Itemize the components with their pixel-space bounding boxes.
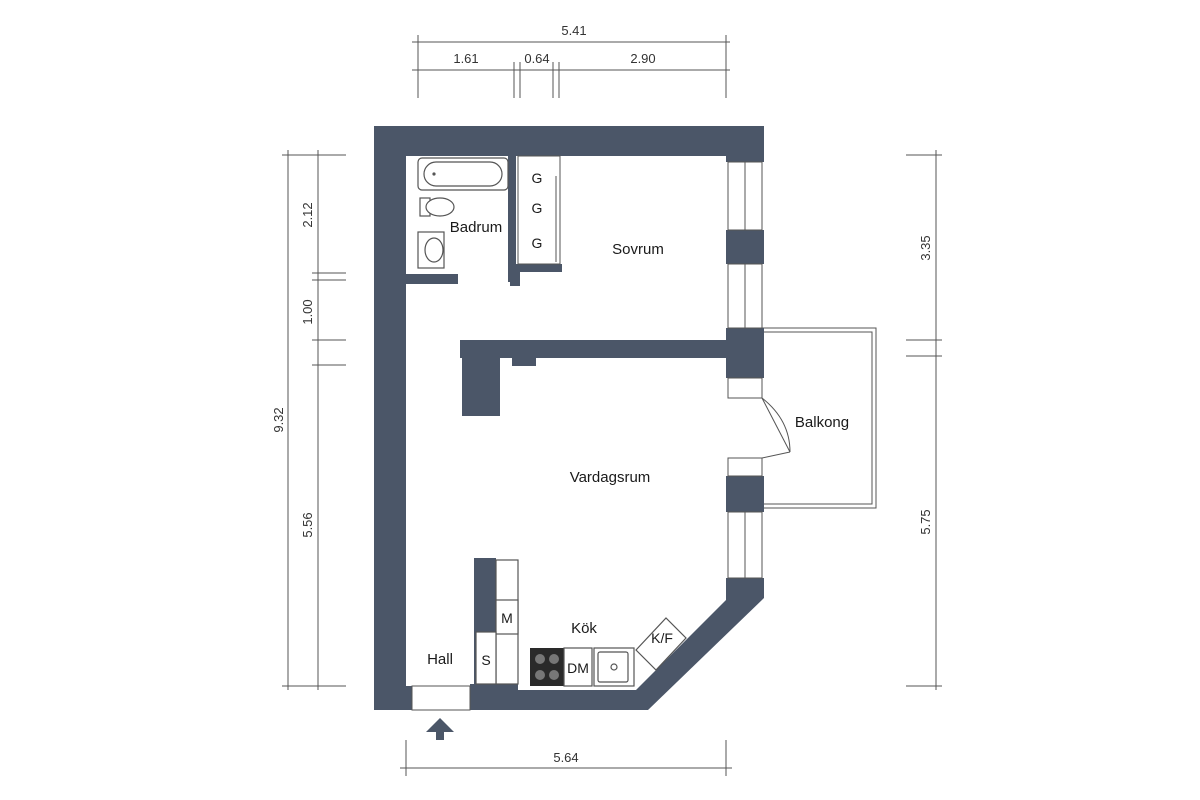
microwave-label: M (501, 610, 513, 626)
dim-left-seg1: 2.12 (300, 202, 315, 227)
dim-left-seg3: 5.56 (300, 512, 315, 537)
dishwasher-label: DM (567, 660, 589, 676)
wardrobe-label-3: G (532, 235, 543, 251)
closet-label: S (481, 652, 490, 668)
dim-top-total: 5.41 (561, 23, 586, 38)
wardrobe-label-2: G (532, 200, 543, 216)
sink (417, 231, 445, 269)
kitchen-sink (593, 647, 635, 687)
entrance-opening (411, 685, 471, 711)
dim-left-total: 9.32 (271, 407, 286, 432)
dim-right-seg1: 3.35 (918, 235, 933, 260)
room-label-vardagsrum: Vardagsrum (570, 469, 651, 486)
windows (727, 161, 763, 579)
dishwasher-box (563, 647, 593, 687)
walls (374, 126, 764, 710)
room-label-hall: Hall (427, 651, 453, 668)
balcony (762, 327, 877, 509)
room-label-balkong: Balkong (795, 414, 849, 431)
dim-top-seg1: 1.61 (453, 51, 478, 66)
wardrobe-label-1: G (532, 170, 543, 186)
dim-bottom: 5.64 (553, 750, 578, 765)
dim-left-seg2: 1.00 (300, 299, 315, 324)
balcony-door (761, 397, 791, 459)
dimension-lines (282, 35, 942, 776)
entrance-arrow-icon (426, 718, 454, 740)
dim-right-seg2: 5.75 (918, 509, 933, 534)
room-label-sovrum: Sovrum (612, 241, 664, 258)
room-label-badrum: Badrum (450, 219, 503, 236)
dim-top-seg2: 0.64 (524, 51, 549, 66)
fridge-label: K/F (651, 630, 673, 646)
fridge-box (635, 617, 687, 671)
bathtub (417, 157, 509, 191)
microwave-box (495, 599, 519, 635)
toilet (419, 197, 455, 217)
room-label-kok: Kök (571, 620, 597, 637)
wardrobe-outline (517, 155, 561, 265)
stove (530, 648, 564, 686)
dim-top-seg3: 2.90 (630, 51, 655, 66)
closet-box (475, 631, 497, 685)
